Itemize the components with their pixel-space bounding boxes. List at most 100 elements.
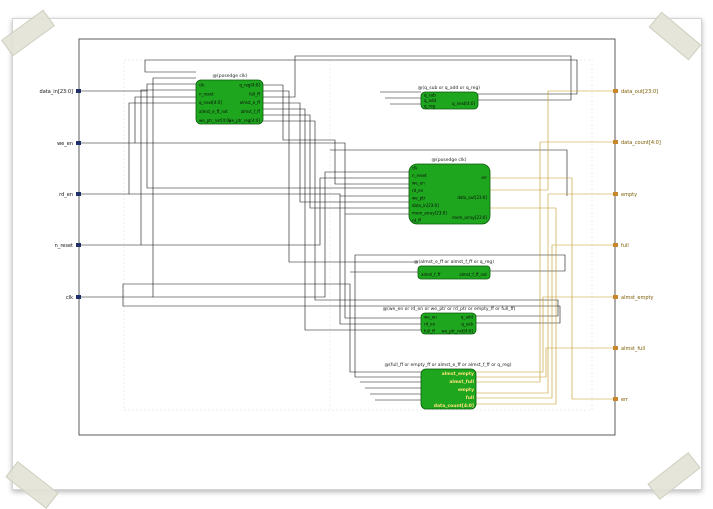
- input-label: n_reset: [55, 243, 73, 249]
- block-input-pin: rd_en: [412, 188, 424, 193]
- block-output-pin: full_ff: [249, 91, 260, 96]
- block-output-pin: almst_e_ff: [240, 100, 261, 105]
- input-label: data_in[23:0]: [40, 89, 73, 95]
- input-port-we-en: we_en: [57, 141, 81, 147]
- block-body: [408, 163, 491, 225]
- process-block-almst: @(almst_e_ff or almst_f_ff or q_reg): [414, 259, 494, 280]
- block-input-pin: data_in[23:0]: [412, 203, 439, 208]
- port-pin: [76, 141, 81, 145]
- block-input-pin: q_sub: [424, 92, 436, 97]
- block-output-pin: err: [481, 175, 487, 180]
- block-title: @(q_sub or q_add or q_reg): [418, 85, 480, 91]
- port-pin: [613, 397, 618, 401]
- wiring: [79, 55, 578, 401]
- schematic-border: [78, 38, 616, 436]
- port-pin: [613, 243, 618, 247]
- block-body: [420, 91, 479, 110]
- block-output-pin: data_count[4:0]: [434, 403, 474, 409]
- block-input-pin: clk: [199, 83, 205, 88]
- inner-grid-box: [123, 59, 593, 411]
- block-output-pin: q_add: [461, 314, 474, 319]
- process-block-ptr: @(we_en or rd_en or we_ptr or rd_ptr or …: [383, 306, 516, 335]
- input-port-n-reset: n_reset: [55, 243, 81, 249]
- block-output-pin: mem_array[23:0]: [452, 215, 487, 220]
- port-pin: [76, 89, 81, 93]
- output-label: almst_empty: [621, 295, 653, 301]
- block-title: @(almst_e_ff or almst_f_ff or q_reg): [414, 259, 494, 265]
- block-input-pin: n_reset: [412, 173, 427, 178]
- block-output-pin: almst_f_ff_nxt: [459, 272, 487, 277]
- block-input-pin: almst_e_ff_nxt: [199, 109, 228, 114]
- output-label: err: [621, 397, 629, 403]
- process-block-flags: @(full_ff or empty_ff or almst_e_ff or a…: [385, 362, 512, 410]
- input-port-clk: clk: [66, 295, 81, 301]
- output-label: empty: [621, 192, 637, 198]
- block-input-pin: q_reg: [424, 104, 436, 109]
- port-pin: [613, 346, 618, 350]
- block-output-pin: almst_empty: [442, 371, 474, 377]
- input-label: rd_en: [59, 192, 73, 198]
- output-wiring: [476, 90, 615, 405]
- output-port-almst-full: almst_full: [613, 346, 645, 352]
- block-output-pin: almst_f_ff: [241, 109, 261, 114]
- output-port-almst-empty: almst_empty: [613, 295, 653, 301]
- block-input-pin: we_en: [424, 314, 437, 319]
- block-input-pin: we_en: [412, 181, 425, 186]
- input-label: clk: [66, 295, 73, 301]
- output-label: data_count[4:0]: [621, 140, 661, 146]
- block-title: @(full_ff or empty_ff or almst_e_ff or a…: [385, 362, 512, 368]
- block-output-pin: q_sub: [461, 321, 473, 326]
- photo-frame: [12, 18, 702, 490]
- block-body: [420, 368, 477, 410]
- block-output-pin: almst_full: [449, 379, 474, 385]
- block-output-pin: q_next[4:0]: [452, 101, 475, 106]
- block-pin-labels: clkn_resetq_next[4:0]almst_e_ff_nxtwe_pt…: [199, 83, 487, 409]
- block-body: [195, 79, 264, 125]
- block-output-pin: empty: [458, 387, 474, 393]
- input-ports: data_in[23:0] we_en rd_en n_reset clk: [40, 89, 81, 301]
- port-pin: [613, 140, 618, 144]
- output-label: data_out[23:0]: [621, 89, 658, 95]
- block-output-pin: q_reg[4:0]: [239, 83, 260, 88]
- block-input-pin: rd_ff: [412, 218, 421, 223]
- output-port-full: full: [613, 243, 629, 249]
- output-label: full: [621, 243, 629, 249]
- port-pin: [613, 192, 618, 196]
- input-port-data-in: data_in[23:0]: [40, 89, 81, 95]
- process-block-q-next: @(q_sub or q_add or q_reg): [418, 85, 480, 110]
- block-title: @(we_en or rd_en or we_ptr or rd_ptr or …: [383, 306, 516, 312]
- block-output-pin: full: [466, 395, 475, 401]
- process-block-seq-1: @(posedge clk): [195, 73, 264, 125]
- block-input-pin: we_ptr: [412, 196, 426, 201]
- block-input-pin: n_reset: [199, 91, 214, 96]
- block-body: [417, 265, 491, 280]
- port-pin: [613, 295, 618, 299]
- output-label: almst_full: [621, 346, 645, 352]
- output-port-empty: empty: [613, 192, 637, 198]
- output-port-data-out: data_out[23:0]: [613, 89, 658, 95]
- output-ports: data_out[23:0] data_count[4:0] empty ful…: [613, 89, 661, 403]
- input-port-rd-en: rd_en: [59, 192, 81, 198]
- output-port-err: err: [613, 397, 629, 403]
- block-input-pin: mem_array[23:0]: [412, 211, 447, 216]
- block-input-pin: rd_en: [424, 321, 436, 326]
- block-output-pin: we_ptr_reg[4:0]: [228, 118, 260, 123]
- process-block-seq-2: @(posedge clk): [408, 157, 491, 225]
- block-input-pin: q_add: [424, 98, 437, 103]
- block-body: [420, 312, 477, 335]
- port-pin: [76, 243, 81, 247]
- block-input-pin: q_next[4:0]: [199, 100, 222, 105]
- port-pin: [613, 89, 618, 93]
- block-input-pin: we_ptr_nxt[4:0]: [199, 118, 231, 123]
- block-output-pin: data_out[23:0]: [457, 195, 487, 200]
- block-input-pin: full_ff: [424, 328, 435, 333]
- block-title: @(posedge clk): [432, 157, 467, 163]
- port-pin: [76, 192, 81, 196]
- block-input-pin: almst_f_ff: [421, 272, 441, 277]
- port-pin: [76, 295, 81, 299]
- block-title: @(posedge clk): [213, 73, 248, 79]
- block-input-pin: clk: [412, 166, 418, 171]
- input-label: we_en: [57, 141, 73, 147]
- block-output-pin: we_ptr_nxt[4:0]: [441, 328, 473, 333]
